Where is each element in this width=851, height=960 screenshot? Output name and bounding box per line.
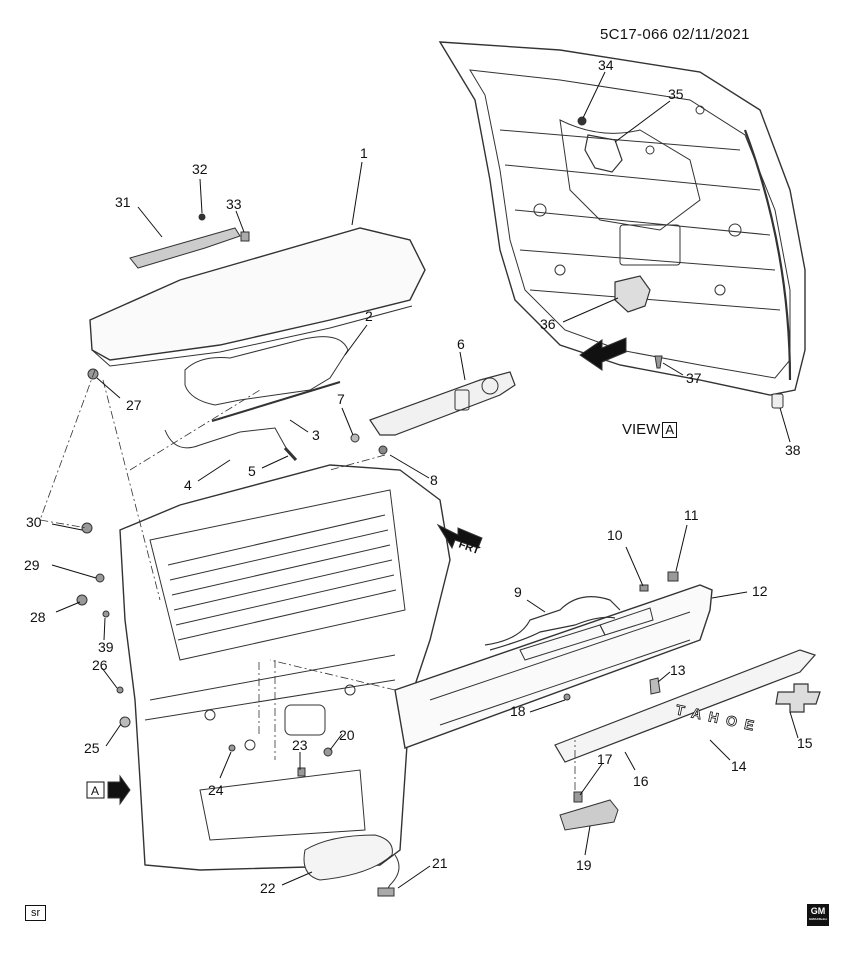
callout-28: 28 <box>30 609 46 625</box>
callout-24: 24 <box>208 782 224 798</box>
part-31-lamp <box>129 213 250 269</box>
callout-3: 3 <box>312 427 320 443</box>
callout-21: 21 <box>432 855 448 871</box>
part-2-harness <box>184 336 349 422</box>
part-10-clip <box>639 584 649 592</box>
callout-39: 39 <box>98 639 114 655</box>
callout-29: 29 <box>24 557 40 573</box>
part-30-fastener <box>81 522 93 534</box>
callout-19: 19 <box>576 857 592 873</box>
callout-36: 36 <box>540 316 556 332</box>
part-1-spoiler <box>89 227 426 367</box>
callout-8: 8 <box>430 472 438 488</box>
part-28-fastener <box>76 594 88 606</box>
callout-25: 25 <box>84 740 100 756</box>
callout-30: 30 <box>26 514 42 530</box>
part-38-plug <box>771 393 784 409</box>
part-36-latch <box>614 275 651 313</box>
sr-badge: sr <box>25 905 47 921</box>
callout-10: 10 <box>607 527 623 543</box>
gm-logo-sub: GM/ACDelco <box>809 917 828 921</box>
callout-7: 7 <box>337 391 345 407</box>
callout-27: 27 <box>126 397 142 413</box>
part-17-clip <box>573 791 583 803</box>
part-35-striker <box>577 116 623 173</box>
callout-labels: 1 2 3 4 5 6 7 8 9 10 11 12 13 14 15 16 1… <box>24 57 813 896</box>
liftgate-outer-panel <box>119 464 451 871</box>
part-18-clip <box>563 693 571 701</box>
callout-18: 18 <box>510 703 526 719</box>
part-11-clip <box>667 571 679 582</box>
callout-31: 31 <box>115 194 131 210</box>
part-19-lamp <box>559 799 619 831</box>
part-27-fastener <box>87 368 99 380</box>
part-7-grommet <box>350 433 360 443</box>
part-23-fastener <box>297 767 306 777</box>
part-12-applique <box>394 584 713 749</box>
callout-11: 11 <box>684 507 699 523</box>
callout-4: 4 <box>184 477 192 493</box>
callout-1: 1 <box>360 145 368 161</box>
callout-14: 14 <box>731 758 747 774</box>
callout-17: 17 <box>597 751 613 767</box>
part-15-emblem <box>775 683 821 713</box>
callout-33: 33 <box>226 196 242 212</box>
callout-5: 5 <box>248 463 256 479</box>
callout-15: 15 <box>797 735 813 751</box>
view-a-label: VIEW A <box>622 421 678 438</box>
callout-20: 20 <box>339 727 355 743</box>
part-29-fastener <box>95 573 105 583</box>
view-a-box <box>86 781 105 799</box>
part-37-bolt <box>654 355 663 369</box>
callout-23: 23 <box>292 737 308 753</box>
view-a-marker-letter: A <box>91 784 99 798</box>
part-9-wiring <box>484 596 621 646</box>
callout-38: 38 <box>785 442 801 458</box>
liftgate-inner-panel <box>438 41 806 396</box>
frt-arrow-lower <box>436 523 483 550</box>
part-8-clip <box>378 445 388 455</box>
callout-35: 35 <box>668 86 684 102</box>
callout-12: 12 <box>752 583 768 599</box>
emblem-lettering: T A H O E <box>674 701 757 734</box>
part-22-handle <box>303 834 400 897</box>
part-25-fastener <box>119 716 131 728</box>
callout-9: 9 <box>514 584 522 600</box>
callout-13: 13 <box>670 662 686 678</box>
diagram-reference: 5C17-066 02/11/2021 <box>600 26 750 43</box>
callout-2: 2 <box>365 308 373 324</box>
callout-16: 16 <box>633 773 649 789</box>
part-39-fastener <box>102 610 110 618</box>
part-24-fastener <box>228 744 236 752</box>
callout-22: 22 <box>260 880 276 896</box>
view-letter: A <box>662 421 678 438</box>
view-text: VIEW <box>622 421 661 438</box>
view-a-arrow <box>107 774 131 806</box>
gm-logo-icon: GM GM/ACDelco <box>807 904 829 926</box>
part-13-clip <box>649 677 661 695</box>
callout-32: 32 <box>192 161 208 177</box>
callout-37: 37 <box>686 370 702 386</box>
part-6-housing <box>369 371 516 436</box>
callout-34: 34 <box>598 57 614 73</box>
callout-6: 6 <box>457 336 465 352</box>
callout-26: 26 <box>92 657 108 673</box>
gm-logo-text: GM <box>810 906 826 916</box>
part-26-fastener <box>116 686 124 694</box>
frt-arrow-upper <box>579 337 627 371</box>
part-16-lower-applique <box>554 649 817 763</box>
part-4-harness <box>164 427 291 456</box>
